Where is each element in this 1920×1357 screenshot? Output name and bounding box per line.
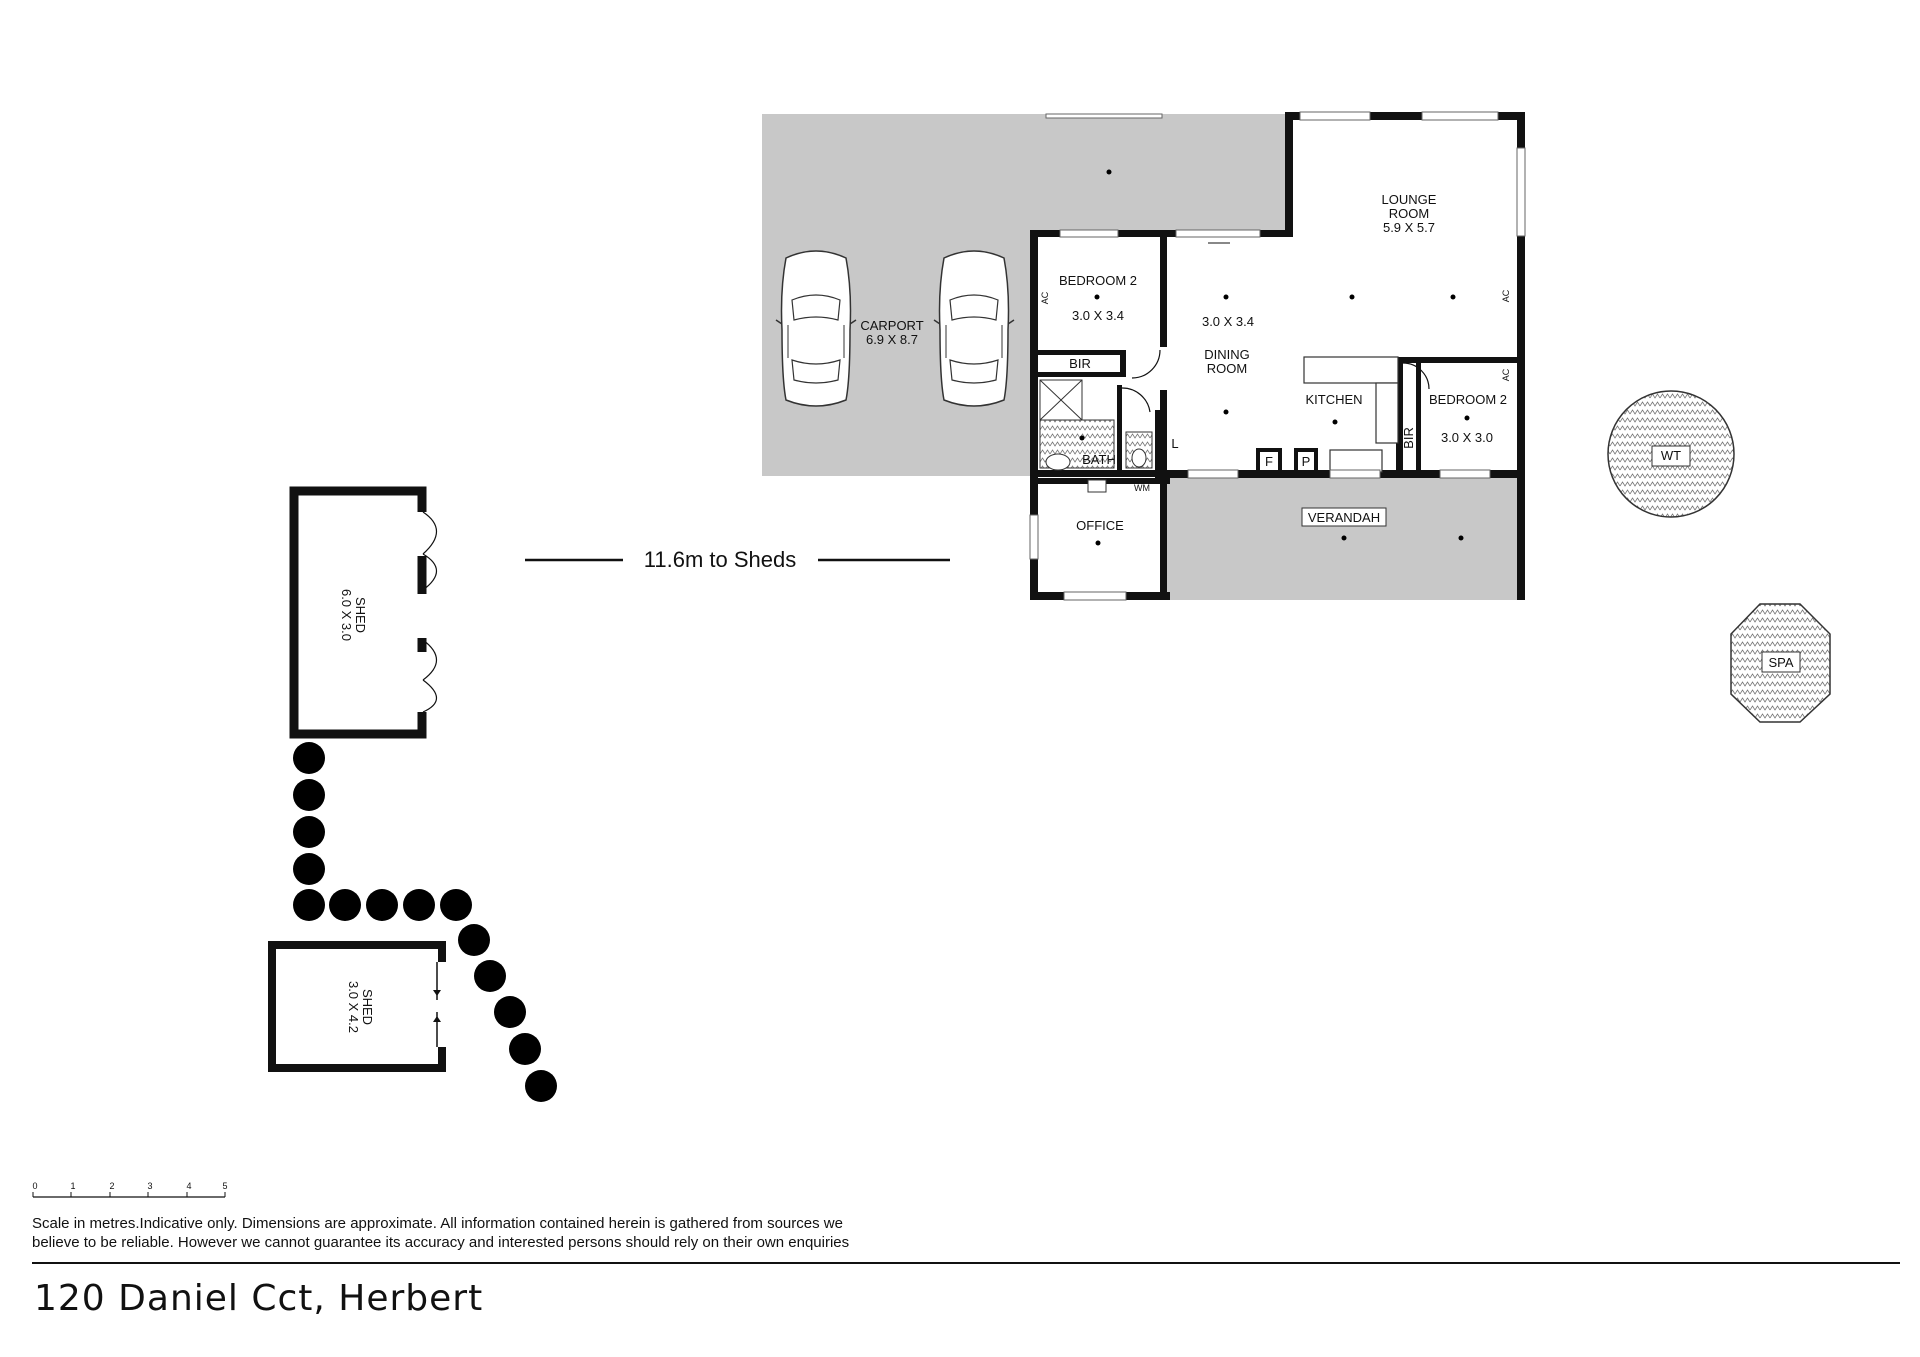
office-label: OFFICE: [1076, 518, 1124, 533]
windows: [1029, 111, 1526, 601]
bedroom-right-size: 3.0 X 3.0: [1441, 430, 1493, 445]
bedroom-right-label: BEDROOM 2: [1429, 392, 1507, 407]
lounge-label: LOUNGE: [1382, 192, 1437, 207]
scale-tick-0: 0: [32, 1181, 37, 1191]
car-icon: [775, 250, 857, 407]
car-icon: [933, 250, 1015, 407]
shed-large-label: SHED: [353, 597, 368, 633]
spa-label: SPA: [1768, 655, 1793, 670]
scale-tick-2: 2: [109, 1181, 114, 1191]
shed-small-label: SHED: [360, 989, 375, 1025]
dining-label-2: ROOM: [1207, 361, 1247, 376]
footer-divider: [32, 1262, 1900, 1264]
water-tank: [1607, 390, 1735, 518]
fridge-label: F: [1265, 454, 1273, 469]
kitchen-label: KITCHEN: [1305, 392, 1362, 407]
lounge-size: 5.9 X 5.7: [1383, 220, 1435, 235]
carport-rear-area: [1034, 114, 1288, 234]
bedroom-left-size: 3.0 X 3.4: [1072, 308, 1124, 323]
ac-label: AC: [1040, 291, 1050, 304]
wm-label: WM: [1134, 483, 1150, 493]
disclaimer-line-1: Scale in metres.Indicative only. Dimensi…: [32, 1215, 843, 1232]
shed-small: [268, 941, 447, 1072]
dining-label: DINING: [1204, 347, 1250, 362]
scale-bar: [32, 1192, 226, 1198]
shed-large-size: 6.0 X 3.0: [339, 589, 354, 641]
bir-left-label: BIR: [1069, 356, 1091, 371]
water-tank-label: WT: [1661, 448, 1681, 463]
lounge-label-2: ROOM: [1389, 206, 1429, 221]
scale-tick-5: 5: [222, 1181, 227, 1191]
scale-tick-3: 3: [147, 1181, 152, 1191]
bath-label: BATH: [1082, 452, 1116, 467]
bir-right-label: BIR: [1401, 427, 1416, 449]
carport-label: CARPORT: [860, 318, 923, 333]
bath-fixtures: [1039, 379, 1153, 493]
ac-label: AC: [1501, 368, 1511, 381]
scale-tick-4: 4: [186, 1181, 191, 1191]
ac-label: AC: [1501, 289, 1511, 302]
doors: [1121, 242, 1430, 413]
verandah-label: VERANDAH: [1308, 510, 1380, 525]
distance-label: 11.6m to Sheds: [644, 547, 796, 572]
laundry-label: L: [1171, 436, 1178, 451]
bedroom-left-label: BEDROOM 2: [1059, 273, 1137, 288]
shed-small-size: 3.0 X 4.2: [346, 981, 361, 1033]
dining-size: 3.0 X 3.4: [1202, 314, 1254, 329]
scale-tick-1: 1: [70, 1181, 75, 1191]
spa: [1730, 603, 1831, 723]
disclaimer: Scale in metres.Indicative only. Dimensi…: [32, 1214, 912, 1252]
carport-size: 6.9 X 8.7: [866, 332, 918, 347]
pantry-label: P: [1302, 454, 1311, 469]
property-address: 120 Daniel Cct, Herbert: [34, 1278, 484, 1319]
disclaimer-line-2: believe to be reliable. However we canno…: [32, 1234, 850, 1251]
shed-large: [289, 486, 438, 739]
